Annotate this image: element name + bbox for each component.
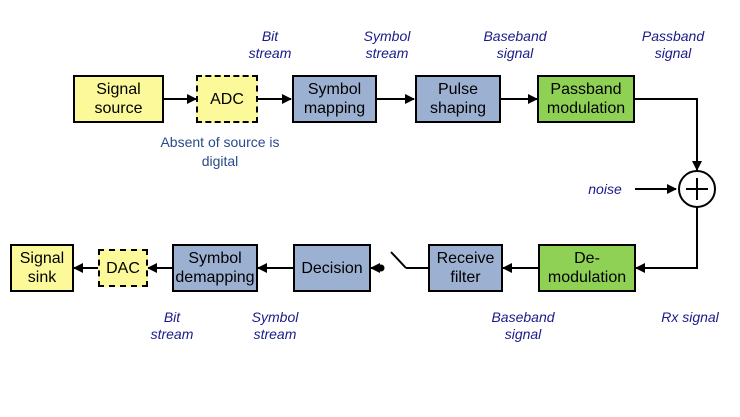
decision-block: Decision xyxy=(293,244,371,292)
label-passband-signal: Passband signal xyxy=(641,28,705,61)
pulse-shaping-block: Pulse shaping xyxy=(415,75,501,123)
label-baseband-signal-rx: Baseband signal xyxy=(491,309,555,342)
demodulation-block: De- modulation xyxy=(538,244,636,292)
sampler-switch xyxy=(390,251,407,269)
signal-source-block: Signal source xyxy=(73,75,164,123)
dac-block: DAC xyxy=(98,249,148,287)
arrow-adder-to-demodulation xyxy=(635,207,698,273)
signal-sink-block: Signal sink xyxy=(10,244,74,292)
adc-block: ADC xyxy=(196,75,258,123)
adc-note: Absent of source is digital xyxy=(160,134,280,169)
symbol-mapping-block: Symbol mapping xyxy=(292,75,377,123)
label-symbol-stream-tx: Symbol stream xyxy=(363,28,411,61)
label-bit-stream-rx: Bit stream xyxy=(150,309,194,342)
label-symbol-stream-rx: Symbol stream xyxy=(251,309,299,342)
arrow-modulation-to-adder xyxy=(635,98,702,171)
passband-modulation-block: Passband modulation xyxy=(537,75,635,123)
symbol-demapping-block: Symbol demapping xyxy=(172,244,258,292)
label-bit-stream-tx: Bit stream xyxy=(248,28,292,61)
label-noise: noise xyxy=(588,181,622,197)
receive-filter-block: Receive filter xyxy=(428,244,503,292)
label-rx-signal: Rx signal xyxy=(661,309,719,325)
label-baseband-signal-tx: Baseband signal xyxy=(483,28,547,61)
